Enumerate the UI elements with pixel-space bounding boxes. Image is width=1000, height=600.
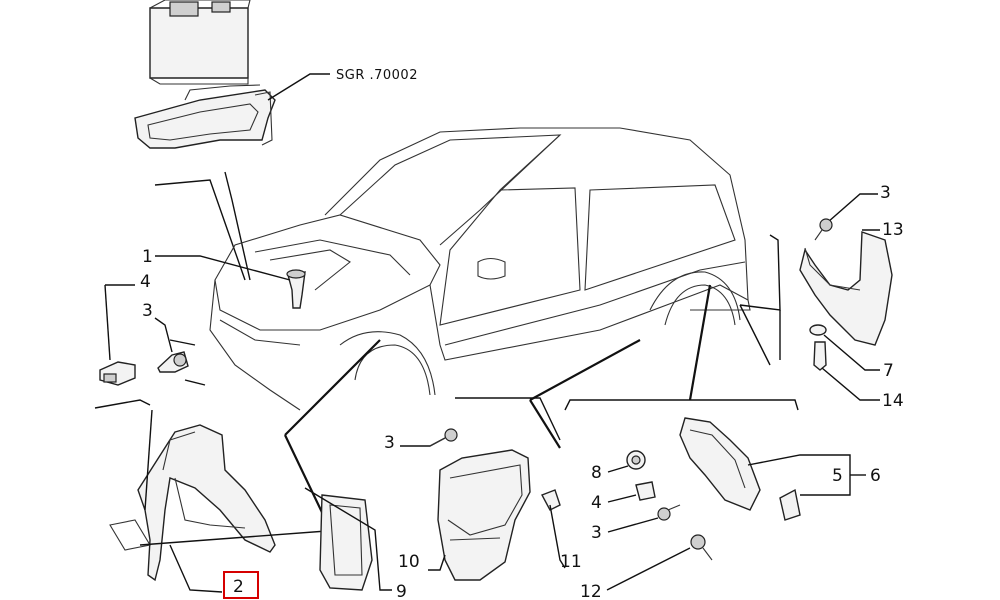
callout-5: 5 — [832, 466, 843, 486]
callout-13: 13 — [882, 220, 904, 240]
callout-3-left: 3 — [142, 301, 153, 321]
callout-11: 11 — [560, 552, 582, 572]
part-1-filler-cap — [286, 269, 306, 309]
battery-tray — [134, 84, 276, 149]
part-3-screw-left — [157, 351, 189, 373]
part-5-bracket — [779, 488, 801, 521]
part-5-6-rear-liner — [679, 417, 761, 511]
part-9-panel — [319, 494, 373, 591]
callout-8: 8 — [591, 463, 602, 483]
part-12-screw — [690, 534, 713, 561]
callout-10: 10 — [398, 552, 420, 572]
part-10-liner — [437, 449, 531, 581]
part-3-screw-top-right — [814, 218, 833, 241]
callout-2-highlight — [223, 571, 259, 599]
part-11-clip — [541, 489, 561, 511]
reference-leader — [267, 73, 330, 101]
callout-6: 6 — [870, 466, 881, 486]
part-7-washer — [809, 324, 827, 336]
callout-3-middle: 3 — [384, 433, 395, 453]
part-8-grommet — [626, 450, 646, 470]
part-3-screw-bottom — [657, 504, 681, 521]
callout-14: 14 — [882, 391, 904, 411]
part-4-clip-middle — [635, 481, 656, 501]
callout-4-left: 4 — [140, 272, 151, 292]
car-body — [209, 127, 751, 411]
part-2-wheel-arch-liner — [109, 424, 276, 582]
callout-1: 1 — [142, 247, 153, 267]
part-3-screw-middle — [429, 428, 458, 447]
callout-7: 7 — [883, 361, 894, 381]
callout-4-middle: 4 — [591, 493, 602, 513]
callout-3-top-right: 3 — [880, 183, 891, 203]
reference-code: SGR .70002 — [336, 68, 418, 83]
callout-9: 9 — [396, 582, 407, 600]
battery — [149, 0, 251, 85]
callout-2: 2 — [233, 577, 244, 597]
part-4-clip-left — [99, 361, 136, 386]
part-13-mudflap — [799, 231, 893, 346]
callout-3-bottom: 3 — [591, 523, 602, 543]
part-14-bolt — [813, 341, 827, 371]
callout-12: 12 — [580, 582, 602, 600]
